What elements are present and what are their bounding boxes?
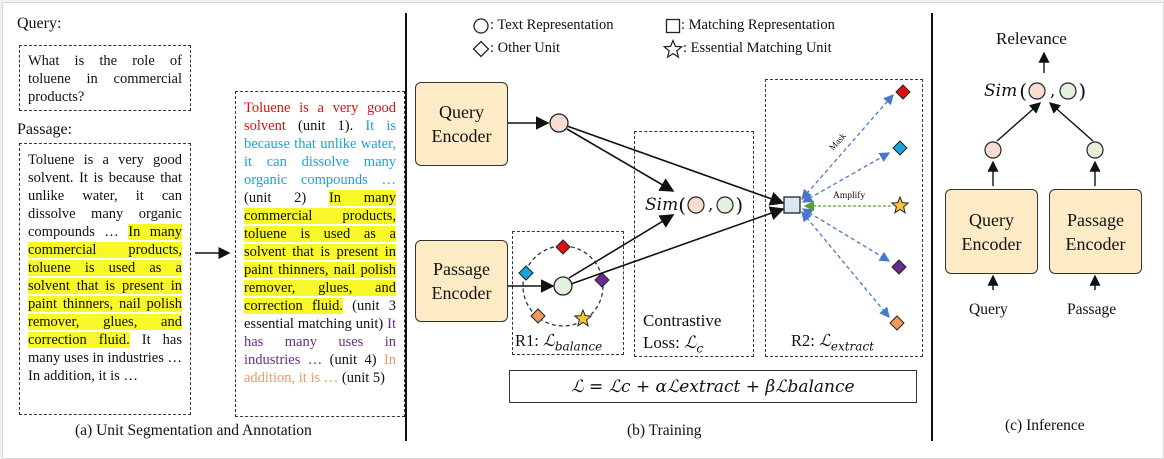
contrastive-box xyxy=(634,131,754,357)
passage-encoder-infer-line1: Passage xyxy=(1067,209,1124,230)
legend-essential-unit-icon xyxy=(663,39,683,59)
query-text: What is the role of toluene in commercia… xyxy=(28,53,182,105)
unit4-tag: (unit 4) xyxy=(322,352,384,368)
sim-infer-label: Sim xyxy=(984,81,1018,101)
sim-infer-query-circle xyxy=(1028,82,1046,100)
passage-input-label: Passage xyxy=(1067,301,1117,318)
r2-box xyxy=(765,79,923,357)
unit3-text: In many commercial products, toluene is … xyxy=(244,190,397,314)
relevance-label: Relevance xyxy=(996,29,1067,48)
passage-heading: Passage: xyxy=(17,121,73,138)
passage-encoder-infer-line2: Encoder xyxy=(1065,233,1126,254)
query-encoder-infer-line1: Query xyxy=(969,209,1014,230)
r2-unit-cyan xyxy=(892,140,908,156)
query-rep-node xyxy=(549,113,569,133)
legend-text-rep-icon xyxy=(473,18,489,34)
r1-unit-cyan xyxy=(518,265,534,281)
infer-passage-rep-node xyxy=(1086,141,1104,159)
query-encoder-infer-line2: Encoder xyxy=(961,233,1022,254)
unit3-tag: (unit 3 essential matching unit) xyxy=(244,298,396,332)
r2-unit-star xyxy=(890,195,910,214)
query-encoder-train-line2: Encoder xyxy=(431,126,492,146)
r2-label: R2: ℒextract xyxy=(791,331,874,354)
legend-matching-rep: : Matching Representation xyxy=(681,17,835,33)
unit5-tag: (unit 5) xyxy=(338,370,385,386)
segmentation-arrow xyxy=(195,247,231,259)
unit2-text: It is because that unlike water, it can … xyxy=(244,118,396,188)
contrastive-label: Contrastive Loss: ℒc xyxy=(643,311,722,356)
loss-formula-box: ℒ = ℒc + αℒextract + βℒbalance xyxy=(509,370,917,403)
r1-unit-orange xyxy=(530,308,546,324)
passage-box: Toluene is a very good solvent. It is be… xyxy=(19,143,191,415)
r1-label: R1: ℒbalance xyxy=(515,331,603,354)
passage-plain-1: Toluene is a very good solvent. It is be… xyxy=(28,152,182,240)
legend-other-unit-icon xyxy=(472,40,490,58)
amplify-label: Amplify xyxy=(833,190,865,201)
r1-unit-red xyxy=(555,239,571,255)
passage-highlight: In many commercial products, toluene is … xyxy=(28,224,183,348)
passage-encoder-train-line2: Encoder xyxy=(431,283,492,303)
sim-train-label: Sim xyxy=(645,195,679,215)
sim-infer: Sim( , ) xyxy=(984,79,1087,103)
unit1-tag: (unit 1). xyxy=(285,118,366,134)
inference-diagram xyxy=(984,51,1104,290)
passage-encoder-train-line1: Passage xyxy=(433,259,490,279)
passage-plain-2: It has many uses in industries … In addi… xyxy=(28,332,182,384)
r1-unit-purple xyxy=(594,272,610,288)
loss-formula: ℒ = ℒc + αℒextract + βℒbalance xyxy=(571,376,855,397)
sim-infer-passage-circle xyxy=(1059,82,1078,100)
query-heading: Query: xyxy=(17,15,62,32)
sim-train-passage-circle xyxy=(716,196,735,214)
divider-bc xyxy=(931,13,933,441)
legend-matching-rep-icon xyxy=(665,18,681,34)
r2-unit-purple xyxy=(891,259,907,275)
units-box: Toluene is a very good solvent (unit 1).… xyxy=(235,91,405,417)
unit2-tag: (unit 2) xyxy=(244,190,329,206)
caption-c: (c) Inference xyxy=(1005,417,1085,434)
legend-other-unit: : Other Unit xyxy=(490,40,561,56)
unit5-text: In addition, it is … xyxy=(244,352,396,386)
matching-rep-node xyxy=(783,196,801,214)
query-input-label: Query xyxy=(969,301,1008,318)
training-diagram: Mask Amplify xyxy=(508,84,911,331)
unit4-text: It has many uses in industries … xyxy=(244,316,396,368)
r2-unit-red xyxy=(895,84,911,100)
legend-essential-unit: : Essential Matching Unit xyxy=(683,40,832,56)
passage-rep-node xyxy=(553,276,573,296)
legend-text-rep: : Text Representation xyxy=(490,17,614,33)
sim-train-query-circle xyxy=(687,196,705,214)
unit1-text: Toluene is a very good solvent xyxy=(244,100,396,134)
r1-box xyxy=(512,231,624,355)
caption-b: (b) Training xyxy=(627,422,702,439)
caption-a: (a) Unit Segmentation and Annotation xyxy=(75,422,312,439)
infer-query-rep-node xyxy=(984,141,1002,159)
divider-ab xyxy=(405,13,407,441)
r2-unit-orange xyxy=(889,315,905,331)
query-box: What is the role of toluene in commercia… xyxy=(19,45,191,111)
r1-unit-star xyxy=(573,308,593,327)
query-encoder-train-line1: Query xyxy=(439,102,484,122)
sim-train: Sim( , ) xyxy=(645,193,744,217)
